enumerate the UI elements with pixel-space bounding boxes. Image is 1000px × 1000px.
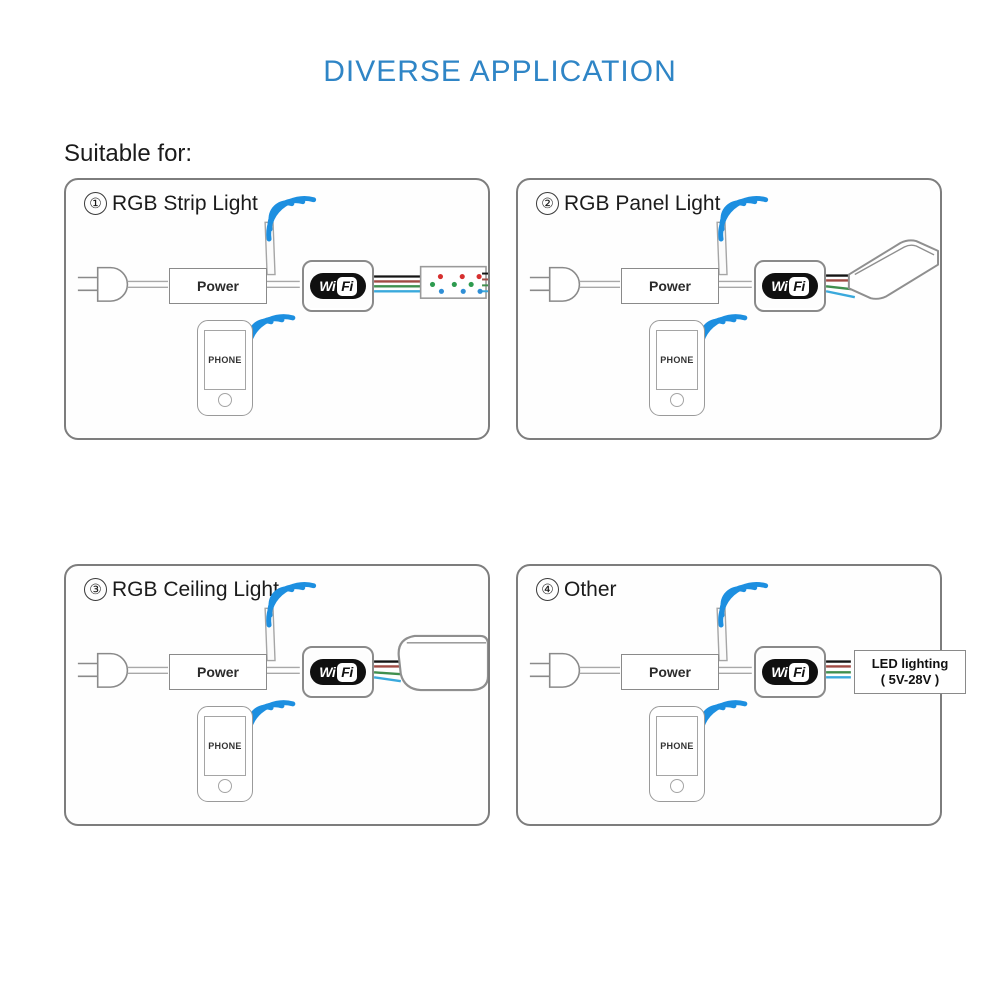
- wifi-logo-fi: Fi: [789, 662, 809, 682]
- cable-power-to-controller: [265, 280, 300, 289]
- page-title: DIVERSE APPLICATION: [323, 55, 677, 88]
- antenna-icon: [716, 221, 728, 276]
- wifi-signal-phone-icon: [245, 314, 296, 360]
- antenna-icon: [264, 607, 276, 662]
- smartphone: PHONE: [649, 706, 705, 802]
- power-label: Power: [196, 664, 239, 680]
- wifi-logo-wi: Wi: [319, 278, 336, 294]
- cable-plug-to-power: [579, 280, 621, 289]
- panel-1-diagram: [66, 180, 488, 438]
- panel-3-number: ③: [84, 578, 107, 601]
- phone-screen: PHONE: [656, 716, 698, 776]
- wifi-logo-wi: Wi: [771, 278, 788, 294]
- phone-screen: PHONE: [204, 330, 246, 390]
- panel-2-diagram: [518, 180, 940, 438]
- smartphone: PHONE: [197, 320, 253, 416]
- cable-power-to-controller: [717, 280, 752, 289]
- wifi-logo-wi: Wi: [771, 664, 788, 680]
- wifi-logo-icon: Wi Fi: [310, 273, 366, 299]
- wifi-signal-phone-icon: [245, 700, 296, 746]
- phone-home-button: [218, 779, 232, 793]
- ribbon-cable-to-ceiling-light: [373, 660, 405, 683]
- cable-plug-to-power: [127, 666, 169, 675]
- phone-screen: PHONE: [204, 716, 246, 776]
- power-label: Power: [648, 664, 691, 680]
- wifi-controller: Wi Fi: [302, 260, 374, 312]
- antenna-icon: [264, 221, 276, 276]
- suitable-for-label: Suitable for:: [64, 140, 193, 167]
- wifi-controller: Wi Fi: [754, 260, 826, 312]
- led-lighting-label-box: LED lighting ( 5V-28V ): [854, 650, 966, 694]
- power-label: Power: [196, 278, 239, 294]
- ac-plug-icon: [529, 652, 581, 688]
- panel-4-diagram: [518, 566, 940, 824]
- rgb-panel-light: [847, 239, 940, 300]
- wifi-logo-icon: Wi Fi: [762, 659, 818, 685]
- wifi-logo-icon: Wi Fi: [310, 659, 366, 685]
- led-lighting-line-2: ( 5V-28V ): [880, 672, 940, 687]
- panel-2-title: RGB Panel Light: [564, 192, 721, 215]
- wifi-controller: Wi Fi: [302, 646, 374, 698]
- wifi-signal-controller-icon: [718, 196, 769, 242]
- ribbon-cable-to-strip: [374, 275, 421, 293]
- panel-1-title: RGB Strip Light: [112, 192, 258, 215]
- cable-power-to-controller: [717, 666, 752, 675]
- ac-plug-icon: [77, 652, 129, 688]
- wifi-logo-fi: Fi: [337, 662, 357, 682]
- power-supply-box: Power: [169, 654, 267, 690]
- rgb-ceiling-light: [397, 634, 488, 692]
- panel-4-title: Other: [564, 578, 617, 601]
- power-supply-box: Power: [621, 268, 719, 304]
- led-cluster: [451, 273, 466, 294]
- panel-2-number: ②: [536, 192, 559, 215]
- wifi-logo-icon: Wi Fi: [762, 273, 818, 299]
- cable-power-to-controller: [265, 666, 300, 675]
- ribbon-cable-to-panel-light: [825, 274, 856, 299]
- wifi-logo-wi: Wi: [319, 664, 336, 680]
- smartphone: PHONE: [649, 320, 705, 416]
- panel-1-number: ①: [84, 192, 107, 215]
- wifi-signal-controller-icon: [266, 196, 317, 242]
- cable-plug-to-power: [127, 280, 169, 289]
- led-cluster: [429, 273, 445, 294]
- power-supply-box: Power: [621, 654, 719, 690]
- rgb-led-strip: [419, 265, 488, 299]
- led-lighting-line-1: LED lighting: [871, 655, 949, 671]
- ac-plug-icon: [529, 266, 581, 302]
- ribbon-cable-to-led-box: [826, 660, 851, 679]
- smartphone: PHONE: [197, 706, 253, 802]
- panel-3-diagram: [66, 566, 488, 824]
- wifi-logo-fi: Fi: [789, 276, 809, 296]
- phone-screen: PHONE: [656, 330, 698, 390]
- cable-plug-to-power: [579, 666, 621, 675]
- led-cluster: [468, 273, 483, 294]
- wifi-signal-controller-icon: [718, 582, 769, 628]
- power-label: Power: [648, 278, 691, 294]
- phone-home-button: [670, 393, 684, 407]
- panel-4-number: ④: [536, 578, 559, 601]
- phone-home-button: [218, 393, 232, 407]
- wifi-logo-fi: Fi: [337, 276, 357, 296]
- wifi-controller: Wi Fi: [754, 646, 826, 698]
- ac-plug-icon: [77, 266, 129, 302]
- wifi-signal-phone-icon: [697, 314, 748, 360]
- power-supply-box: Power: [169, 268, 267, 304]
- panel-3-title: RGB Ceiling Light: [112, 578, 279, 601]
- wifi-signal-phone-icon: [697, 700, 748, 746]
- phone-home-button: [670, 779, 684, 793]
- antenna-icon: [716, 607, 728, 662]
